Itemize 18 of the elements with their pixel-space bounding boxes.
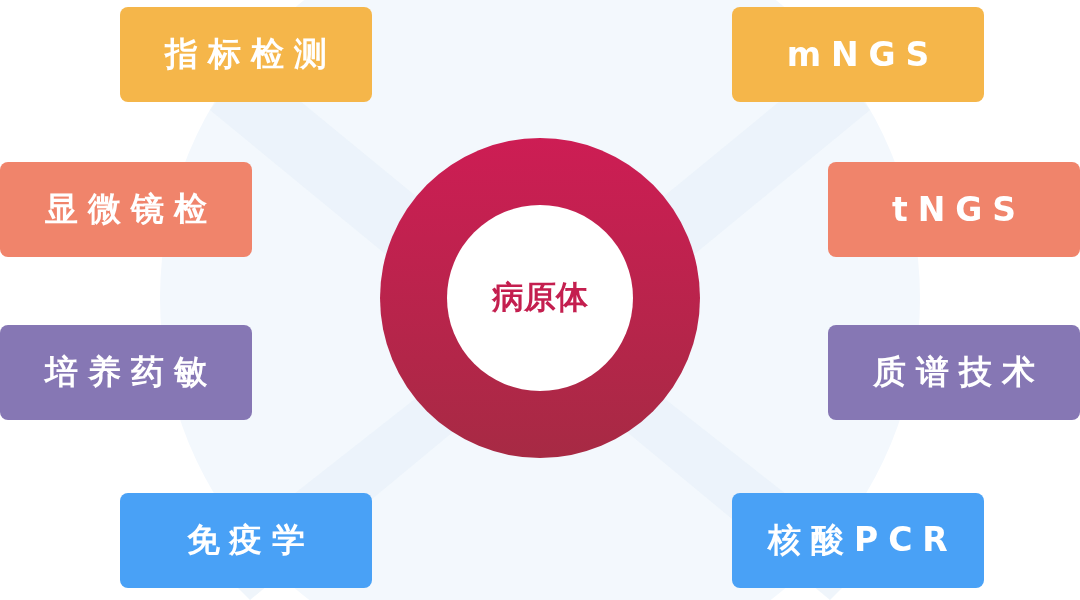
node-label: 核酸PCR: [766, 519, 958, 561]
node-label: 质谱技术: [872, 351, 1045, 393]
node-label: tNGS: [891, 190, 1026, 229]
method-box: [828, 325, 1080, 420]
node-label: 指标检测: [163, 33, 337, 75]
node-label: 显微镜检: [44, 188, 217, 230]
method-box: [120, 493, 372, 588]
method-box: [828, 162, 1080, 257]
node-label: 病原体: [492, 277, 588, 318]
method-box: [120, 7, 372, 102]
node-label: 免疫学: [185, 519, 316, 561]
node-label: 培养药敏: [43, 351, 217, 393]
method-box: [732, 7, 984, 102]
method-box: [0, 325, 252, 420]
node-label: mNGS: [785, 35, 940, 74]
pathogen-ring: [378, 136, 702, 460]
method-box: [732, 493, 984, 588]
method-box: [0, 162, 252, 257]
